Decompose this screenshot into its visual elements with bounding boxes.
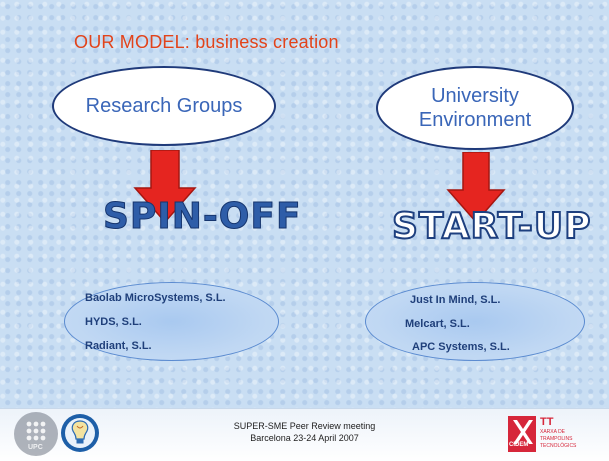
- xarxa-line-1: XARXA DE: [540, 429, 566, 435]
- start-up-heading: START-UP: [391, 205, 592, 248]
- tt-label: TT: [540, 416, 554, 428]
- spin-off-companies-blob: [64, 282, 279, 361]
- right-down-arrow-icon: [446, 152, 506, 224]
- cidem-label: CIDEM: [509, 442, 529, 448]
- upc-logo: [14, 412, 58, 456]
- company-item: Just In Mind, S.L.: [410, 294, 501, 306]
- research-groups-label: Research Groups: [85, 94, 243, 117]
- company-item: HYDS, S.L.: [85, 316, 142, 328]
- spin-off-heading: SPIN-OFF: [103, 196, 302, 238]
- university-label: University: [431, 85, 519, 107]
- x-logo-icon: [508, 416, 536, 452]
- footer-line-2: Barcelona 23-24 April 2007: [250, 433, 359, 443]
- xarxa-line-2: TRAMPOLINS TECNOLÒGICS: [540, 436, 577, 449]
- footer-line-1: SUPER-SME Peer Review meeting: [233, 421, 376, 431]
- xarxa-label: XARXA DE TRAMPOLINS TECNOLÒGICS: [540, 429, 609, 450]
- company-item: Radiant, S.L.: [85, 340, 152, 352]
- research-groups-ellipse: Research Groups: [52, 66, 276, 146]
- start-up-companies-blob: [365, 282, 585, 361]
- xarxa-trampolins-logo: CIDEM TT XARXA DE TRAMPOLINS TECNOLÒGICS: [508, 414, 609, 454]
- lightbulb-logo-icon: [61, 414, 99, 452]
- company-item: Melcart, S.L.: [405, 318, 470, 330]
- footer-bar: [0, 408, 609, 461]
- company-item: APC Systems, S.L.: [412, 341, 510, 353]
- university-environment-ellipse: University Environment: [376, 66, 574, 150]
- environment-label: Environment: [418, 109, 532, 131]
- company-item: Baolab MicroSystems, S.L.: [85, 292, 226, 304]
- upc-grid-icon: [26, 421, 46, 441]
- footer-event-text: SUPER-SME Peer Review meeting Barcelona …: [200, 420, 409, 444]
- upc-text: UPC: [28, 444, 43, 451]
- slide-title: OUR MODEL: business creation: [74, 32, 339, 52]
- left-down-arrow-icon: [133, 150, 197, 224]
